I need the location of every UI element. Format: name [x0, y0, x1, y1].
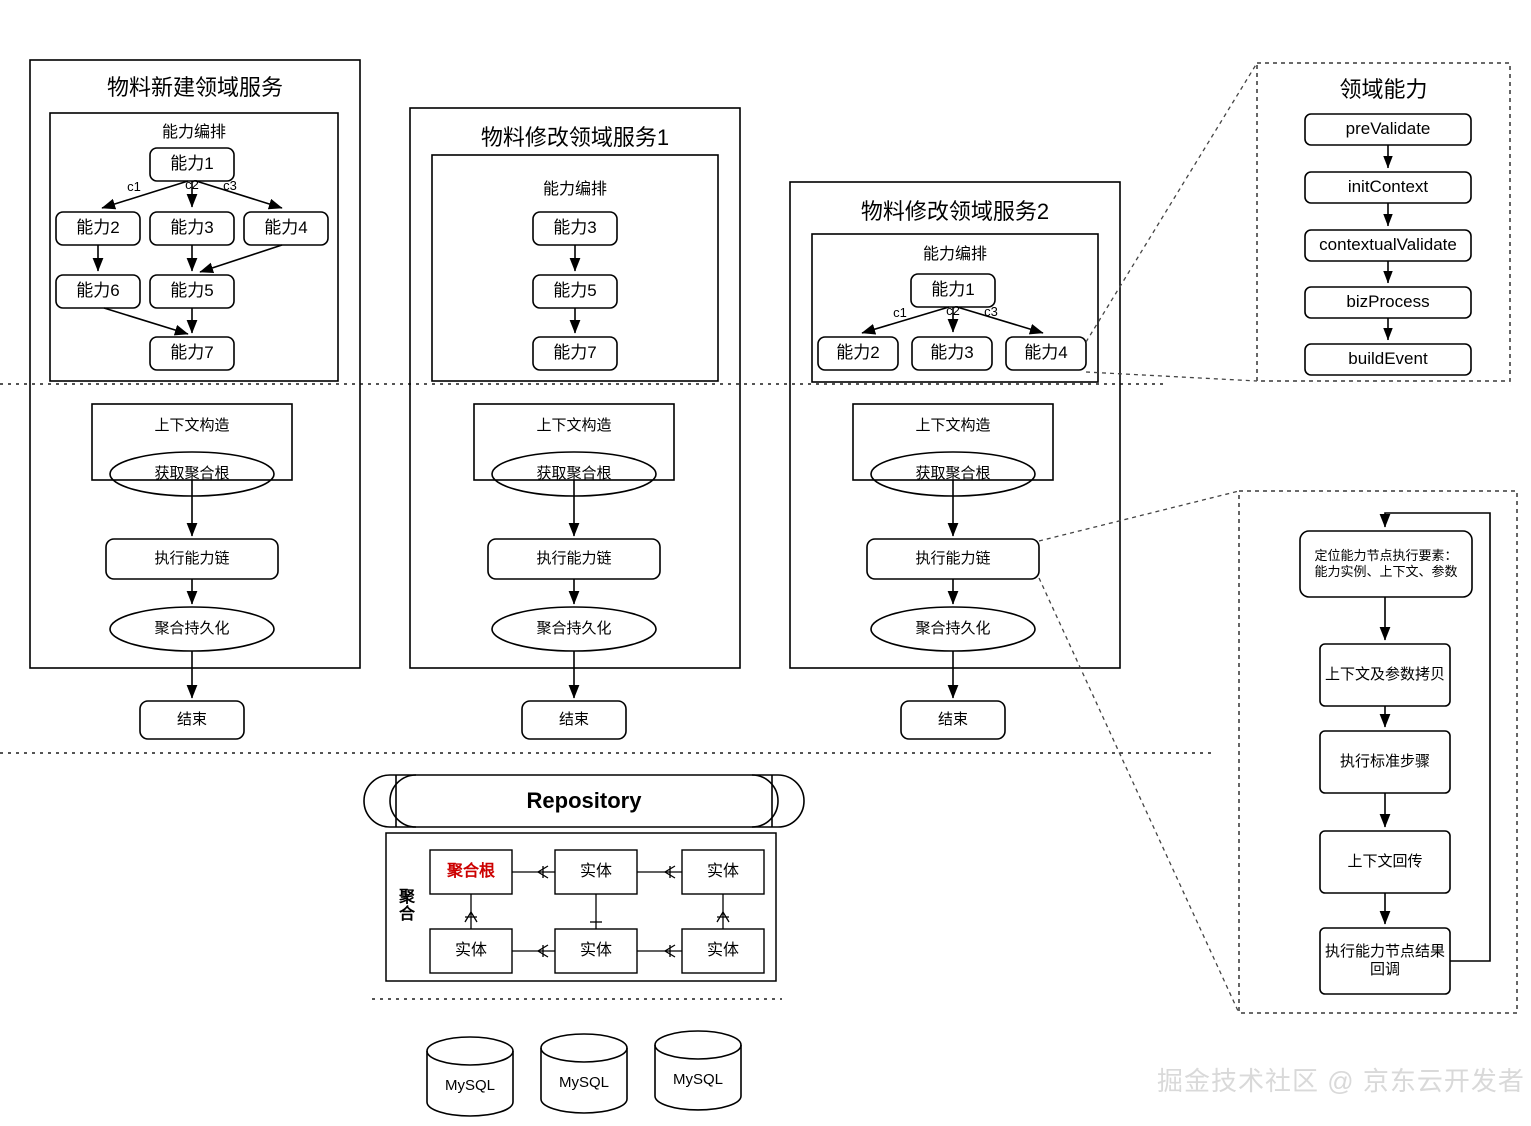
diagram-canvas: 物料新建领域服务 能力编排 能力1 能力2 能力3 能力4 能力6 能力5 能力… [0, 59, 1524, 1117]
diagram-vector-layer [0, 59, 1518, 1117]
